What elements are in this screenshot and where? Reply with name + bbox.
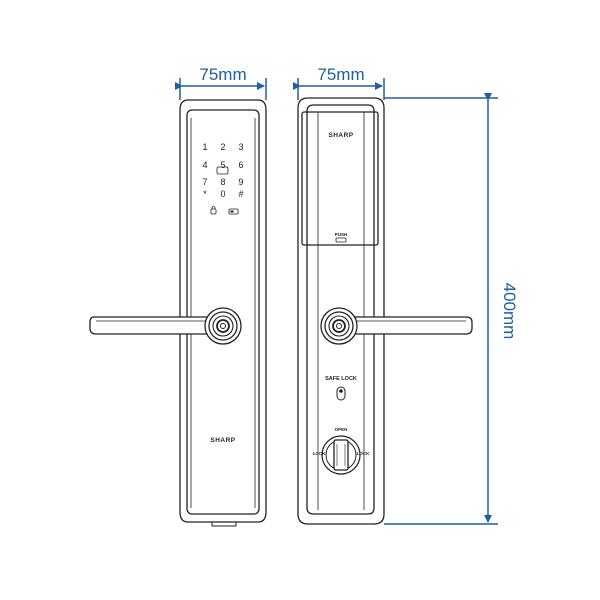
thumb-turn-knob[interactable]: OPEN LOCK LOCK — [313, 427, 370, 475]
back-panel-inner — [306, 104, 375, 515]
battery-indicator-icon — [228, 208, 239, 215]
battery-push-tab[interactable]: PUSH — [335, 232, 348, 243]
knob-lock-right-label: LOCK — [357, 451, 370, 456]
back-width-dimension: 75mm — [293, 65, 385, 100]
front-keypad: 1 2 3 4 5 6 7 8 9 * 0 # — [202, 142, 244, 215]
front-panel — [179, 99, 267, 527]
key-4[interactable]: 4 — [202, 160, 207, 170]
front-panel-outline — [179, 99, 267, 523]
key-2[interactable]: 2 — [220, 142, 225, 152]
knob-open-label: OPEN — [335, 427, 348, 432]
key-0[interactable]: 0 — [220, 189, 225, 199]
back-panel-outline — [297, 97, 385, 525]
knob-lock-left-label: LOCK — [313, 451, 326, 456]
key-8[interactable]: 8 — [220, 177, 225, 187]
key-star[interactable]: * — [203, 189, 207, 199]
key-9[interactable]: 9 — [238, 177, 243, 187]
front-width-dimension: 75mm — [175, 65, 267, 100]
height-label: 400mm — [500, 283, 519, 340]
key-1[interactable]: 1 — [202, 142, 207, 152]
push-label: PUSH — [335, 232, 348, 237]
height-dimension: 400mm — [384, 93, 519, 525]
safe-lock-switch[interactable] — [336, 386, 346, 401]
back-width-label: 75mm — [317, 65, 364, 84]
front-width-label: 75mm — [199, 65, 246, 84]
front-handle[interactable] — [89, 307, 242, 345]
back-handle[interactable] — [320, 307, 473, 345]
safe-lock-label: SAFE LOCK — [325, 376, 357, 382]
key-7[interactable]: 7 — [202, 177, 207, 187]
key-5[interactable]: 5 — [220, 160, 225, 170]
key-hash[interactable]: # — [238, 189, 243, 199]
key-6[interactable]: 6 — [238, 160, 243, 170]
back-panel — [297, 97, 385, 525]
key-3[interactable]: 3 — [238, 142, 243, 152]
back-brand-logo: SHARP — [328, 132, 353, 139]
doorbell-icon[interactable] — [216, 166, 229, 175]
padlock-icon — [210, 206, 217, 215]
battery-cover[interactable] — [301, 111, 379, 246]
front-brand-logo: SHARP — [210, 437, 235, 444]
front-panel-inner — [186, 109, 260, 515]
